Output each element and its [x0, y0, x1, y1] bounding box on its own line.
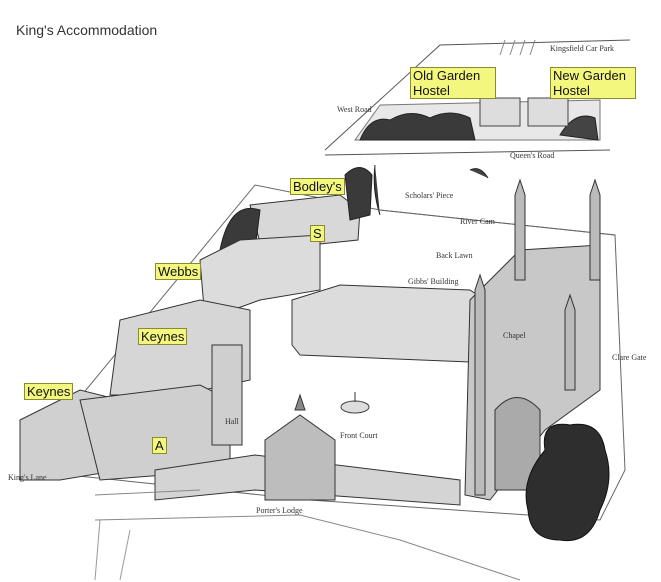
fountain — [340, 400, 370, 414]
highlight-new-garden-hostel[interactable]: New Garden Hostel — [550, 67, 636, 99]
map-label-river-cam: River Cam — [460, 217, 496, 226]
highlight-webbs-label: Webbs — [158, 264, 199, 279]
highlight-s-label: S — [313, 226, 322, 241]
map-label-front-court: Front Court — [340, 431, 378, 440]
college-boundary — [19, 184, 626, 521]
porters-lodge-gatehouse — [264, 414, 336, 501]
map-label-chapel: Chapel — [503, 331, 526, 340]
highlight-s[interactable]: S — [310, 225, 325, 242]
highlight-webbs[interactable]: Webbs — [155, 263, 202, 280]
page-title: King's Accommodation — [16, 22, 158, 38]
new-garden-hostel-building — [527, 97, 569, 127]
highlight-keynes-outer[interactable]: Keynes — [24, 383, 74, 400]
map-label-west-road: West Road — [337, 105, 372, 114]
west-road — [324, 44, 441, 151]
highlight-bodleys-label: Bodley's — [293, 179, 342, 194]
highlight-old-garden-hostel-label: Old Garden Hostel — [413, 68, 481, 98]
highlight-new-garden-hostel-label: New Garden Hostel — [553, 68, 626, 98]
map-label-kings-lane: King's Lane — [8, 473, 47, 482]
map-label-gibbs: Gibbs' Building — [408, 277, 459, 286]
map-label-porters-lodge: Porter's Lodge — [256, 506, 303, 515]
highlight-a-label: A — [155, 438, 164, 453]
map-label-kingsfield: Kingsfield Car Park — [550, 44, 614, 53]
highlight-keynes-outer-label: Keynes — [27, 384, 71, 399]
old-garden-hostel-building — [479, 97, 521, 127]
map-label-scholars-piece: Scholars' Piece — [405, 191, 454, 200]
highlight-a[interactable]: A — [152, 437, 167, 454]
trees-garden — [359, 112, 476, 141]
tree-clare — [525, 423, 610, 542]
highlight-keynes-inner[interactable]: Keynes — [138, 328, 188, 345]
map-label-hall: Hall — [225, 417, 240, 426]
highlight-keynes-inner-label: Keynes — [141, 329, 185, 344]
queens-road — [324, 149, 611, 156]
highlight-old-garden-hostel[interactable]: Old Garden Hostel — [410, 67, 496, 99]
highlight-bodleys[interactable]: Bodley's — [290, 178, 345, 195]
map-label-back-lawn: Back Lawn — [436, 251, 473, 260]
map-label-clare-gate: Clare Gate — [612, 353, 647, 362]
map-label-queens-road: Queen's Road — [510, 151, 554, 160]
gibbs-building — [291, 284, 486, 363]
hall-building — [211, 344, 243, 446]
